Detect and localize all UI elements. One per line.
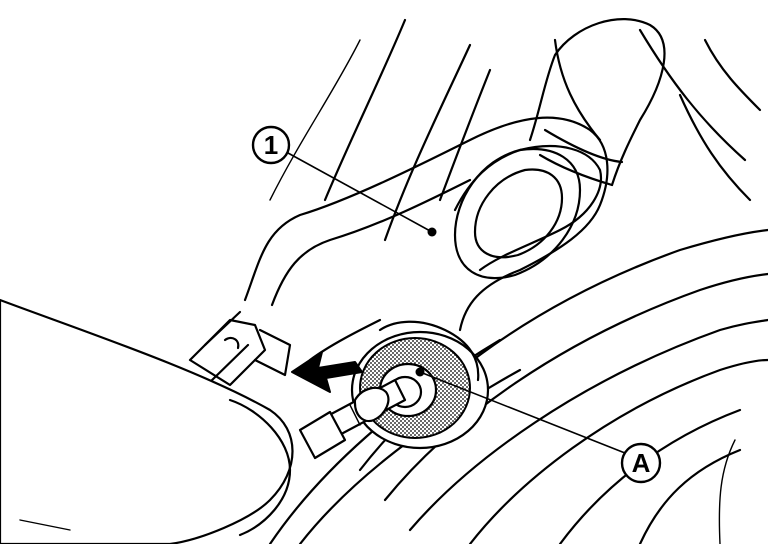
callout-part-a: A bbox=[620, 442, 662, 484]
body-contours bbox=[269, 18, 762, 242]
wheel-arcs bbox=[268, 228, 768, 544]
tube bbox=[528, 18, 666, 187]
removal-direction-arrow-icon bbox=[291, 351, 363, 393]
foreground-tube bbox=[0, 298, 294, 544]
callout-part-1: 1 bbox=[251, 125, 291, 165]
callout-part-a-label: A bbox=[632, 448, 651, 478]
bushing bbox=[350, 320, 490, 450]
link-arm bbox=[243, 116, 609, 332]
leader-lines bbox=[287, 152, 631, 456]
callout-part-1-label: 1 bbox=[264, 130, 278, 160]
bolt bbox=[298, 378, 407, 460]
